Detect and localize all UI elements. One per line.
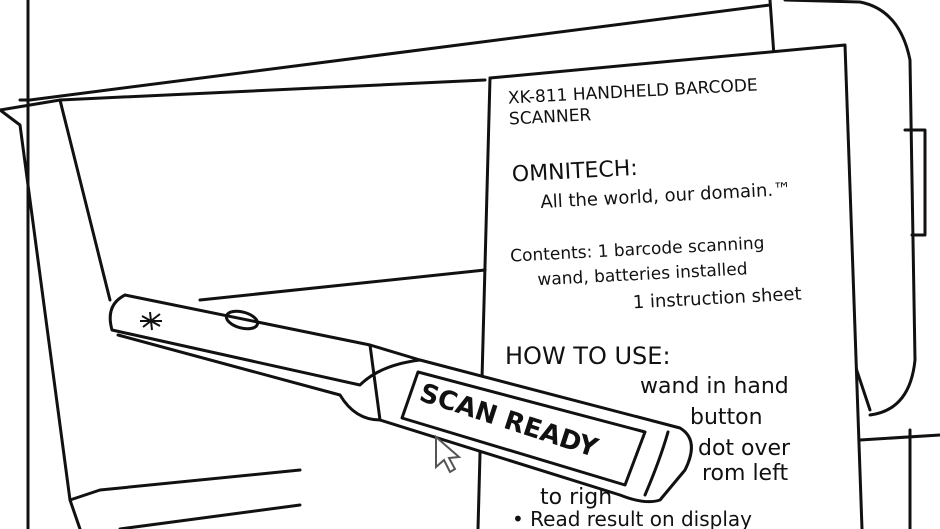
howto-line: button [690, 405, 763, 430]
howto-heading: HOW TO USE: [505, 342, 671, 370]
scanner-display [400, 370, 647, 487]
instruction-sheet[interactable]: XK-811 HANDHELD BARCODE SCANNER OMNITECH… [476, 43, 864, 529]
howto-line: • Read result on display [512, 507, 752, 529]
arrow-cursor-icon [435, 434, 462, 474]
sheet-title-line2: SCANNER [509, 105, 592, 129]
barcode-scanner-wand[interactable]: SCAN READY [108, 293, 693, 504]
howto-line: wand in hand [640, 374, 789, 399]
howto-line: rom left [702, 461, 788, 486]
scan-button[interactable] [224, 308, 260, 332]
laser-emitter-icon [140, 311, 162, 331]
howto-line: dot over [698, 436, 791, 461]
